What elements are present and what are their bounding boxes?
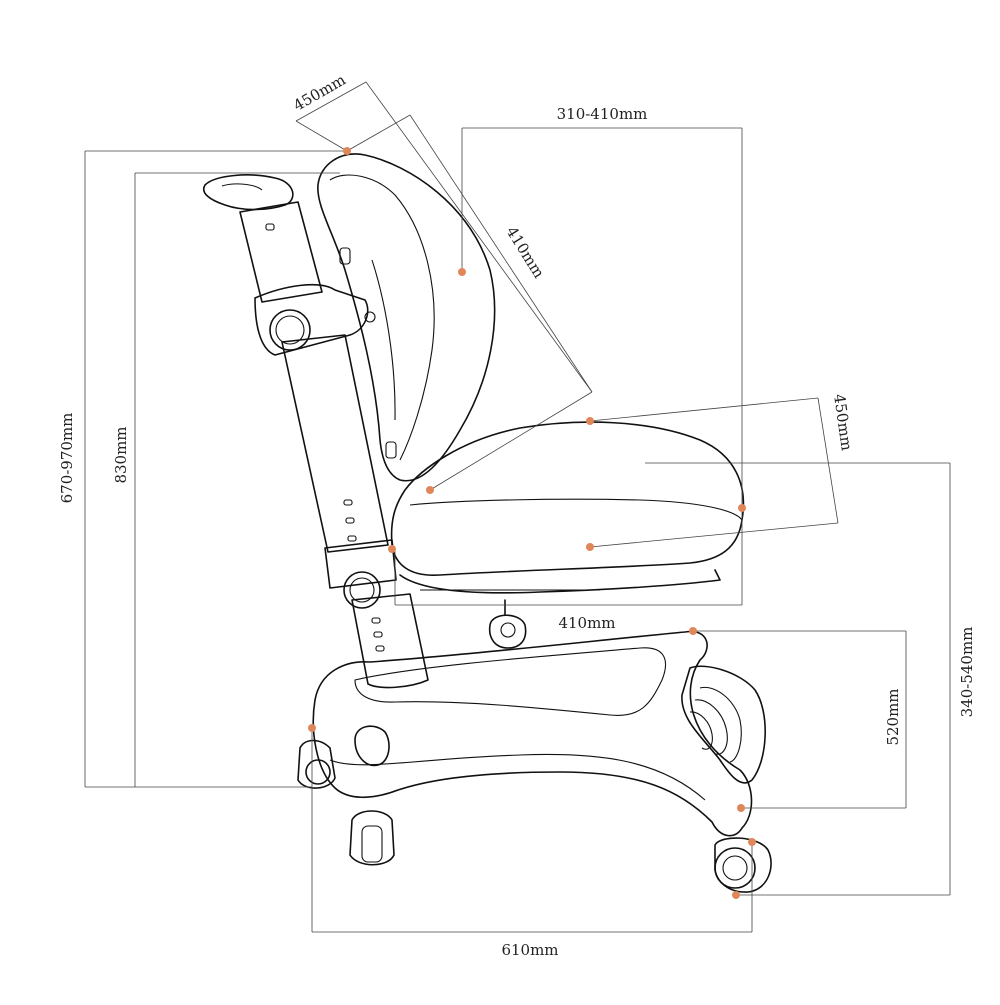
backrest-inner-line <box>329 174 435 461</box>
label-total-height: 830mm <box>112 426 130 483</box>
backrest-clip-bottom <box>385 441 397 459</box>
dimension-lines <box>84 81 951 933</box>
marker <box>343 147 351 155</box>
clamp-knob <box>269 309 311 351</box>
foot-rest <box>681 665 766 784</box>
label-seat-height-range: 340-540mm <box>958 627 976 718</box>
chair-base <box>312 630 753 837</box>
base-hole <box>354 725 390 767</box>
marker <box>732 891 740 899</box>
caster-left-rear <box>297 739 336 789</box>
label-base-height: 520mm <box>884 688 902 745</box>
marker <box>689 627 697 635</box>
marker <box>737 804 745 812</box>
clamp-bolt <box>364 311 376 323</box>
column-knob <box>324 539 397 609</box>
chair-drawing <box>203 153 772 893</box>
label-seat-depth: 410mm <box>558 614 615 632</box>
marker <box>308 724 316 732</box>
chair-base-inner-line <box>354 647 667 716</box>
pole-hole <box>265 223 275 231</box>
upper-pole <box>239 201 323 303</box>
label-backrest-height: 410mm <box>502 223 548 281</box>
marker <box>458 268 466 276</box>
label-base-length: 610mm <box>501 941 558 959</box>
marker <box>426 486 434 494</box>
main-column <box>281 334 389 553</box>
lower-column <box>351 593 429 689</box>
caster-right <box>714 837 772 893</box>
backrest-clip-top <box>339 247 351 265</box>
measurement-markers <box>308 147 756 899</box>
pole-clamp <box>254 283 369 356</box>
pole-handle <box>203 174 294 211</box>
marker <box>586 417 594 425</box>
label-backrest-depth-range: 310-410mm <box>557 105 648 123</box>
marker <box>388 545 396 553</box>
label-seat-width: 450mm <box>830 393 856 452</box>
seat-under <box>399 569 721 594</box>
backrest <box>317 153 496 482</box>
seat-knob <box>488 599 527 649</box>
marker <box>586 543 594 551</box>
dimension-labels: 450mm 310-410mm 410mm 670-970mm 830mm 45… <box>58 71 976 959</box>
marker <box>738 504 746 512</box>
seat <box>390 421 745 576</box>
caster-left-front <box>349 810 395 866</box>
marker <box>748 838 756 846</box>
column-holes <box>343 499 385 652</box>
seat-cushion-line <box>409 498 743 521</box>
label-total-height-range: 670-970mm <box>58 413 76 504</box>
